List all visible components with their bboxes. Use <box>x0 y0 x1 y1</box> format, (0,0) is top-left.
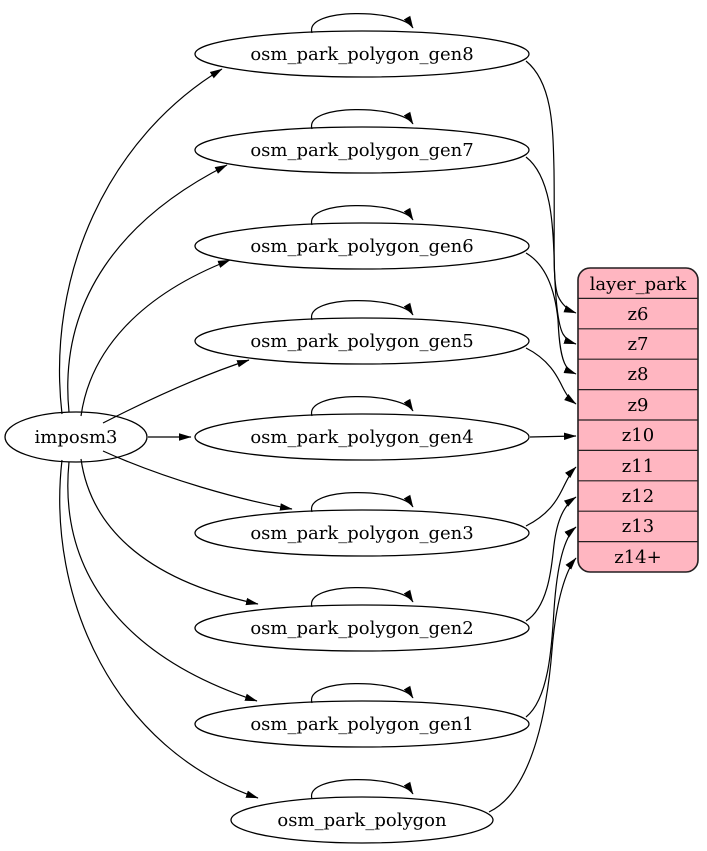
node-osm_park_polygon_gen6: osm_park_polygon_gen6 <box>194 205 530 270</box>
table-ellipse <box>194 413 530 461</box>
edge-gen3-z11 <box>525 466 577 527</box>
edge-gen6-z8 <box>525 252 577 375</box>
edge-polygon-z14 <box>488 557 577 813</box>
self-loop-gen7 <box>311 109 414 130</box>
node-osm_park_polygon_gen2: osm_park_polygon_gen2 <box>194 587 530 652</box>
edges-to-layer-park <box>488 60 577 813</box>
node-osm_park_polygon_gen8: osm_park_polygon_gen8 <box>194 13 530 78</box>
table-label: osm_park_polygon_gen8 <box>250 44 473 65</box>
table-ellipse <box>194 604 530 652</box>
table-ellipse <box>194 700 530 748</box>
edge-gen4-z10 <box>529 432 577 440</box>
self-loop-gen8 <box>311 13 414 34</box>
table-row-z12: z12 <box>622 486 654 507</box>
node-osm_park_polygon_gen7: osm_park_polygon_gen7 <box>194 109 530 174</box>
table-row-z14: z14+ <box>614 547 661 568</box>
edge-imposm3-gen5 <box>102 359 250 424</box>
self-loop-polygon <box>311 779 414 800</box>
table-label: osm_park_polygon_gen5 <box>250 331 473 352</box>
table-label: osm_park_polygon_gen2 <box>250 618 473 639</box>
table-row-z10: z10 <box>622 425 654 446</box>
self-loop-gen3 <box>311 492 414 513</box>
node-osm_park_polygon: osm_park_polygon <box>230 779 494 844</box>
node-osm_park_polygon_gen4: osm_park_polygon_gen4 <box>194 396 530 461</box>
imposm3-ellipse <box>4 411 148 463</box>
table-label: osm_park_polygon <box>277 810 447 831</box>
table-ellipse <box>230 796 494 844</box>
table-label: osm_park_polygon_gen1 <box>250 714 473 735</box>
edge-imposm3-gen3 <box>102 450 293 511</box>
imposm3-label: imposm3 <box>35 427 118 448</box>
edge-gen1-z13 <box>525 526 577 718</box>
edge-gen8-z6 <box>525 60 577 314</box>
table-row-z7: z7 <box>628 334 649 355</box>
table-ellipse <box>194 30 530 78</box>
table-ellipse <box>194 126 530 174</box>
edge-imposm3-gen7 <box>67 164 228 413</box>
table-label: osm_park_polygon_gen4 <box>250 427 473 448</box>
self-loop-gen6 <box>311 205 414 226</box>
table-row-z13: z13 <box>622 516 654 537</box>
layer-park-header: layer_park <box>590 274 688 295</box>
edge-gen5-z9 <box>525 347 577 405</box>
table-row-z11: z11 <box>622 456 654 477</box>
table-row-z9: z9 <box>628 395 649 416</box>
edge-imposm3-gen8 <box>58 68 223 415</box>
table-row-z6: z6 <box>628 304 649 325</box>
edge-imposm3-polygon <box>59 459 259 799</box>
edge-imposm3-gen6 <box>80 259 231 417</box>
edge-imposm3-gen1 <box>67 461 258 702</box>
self-loop-gen2 <box>311 587 414 608</box>
self-loop-gen5 <box>311 300 414 321</box>
node-imposm3: imposm3 <box>4 411 148 463</box>
self-loop-gen4 <box>311 396 414 417</box>
table-label: osm_park_polygon_gen6 <box>250 236 473 257</box>
table-row-z8: z8 <box>628 364 649 385</box>
node-osm_park_polygon_gen1: osm_park_polygon_gen1 <box>194 683 530 748</box>
node-osm_park_polygon_gen5: osm_park_polygon_gen5 <box>194 300 530 365</box>
table-ellipse <box>194 509 530 557</box>
edge-gen7-z7 <box>525 156 577 345</box>
table-ellipse <box>194 222 530 270</box>
table-ellipse <box>194 317 530 365</box>
table-layer-park: layer_park z6 z7 z8 z9 z10 z11 z12 z13 z… <box>577 267 699 573</box>
edge-imposm3-gen2 <box>80 458 259 606</box>
edges-from-imposm3 <box>58 68 293 799</box>
table-label: osm_park_polygon_gen3 <box>250 523 473 544</box>
node-osm_park_polygon_gen3: osm_park_polygon_gen3 <box>194 492 530 557</box>
self-loop-gen1 <box>311 683 414 704</box>
table-label: osm_park_polygon_gen7 <box>250 140 473 161</box>
edge-gen2-z12 <box>525 496 577 622</box>
